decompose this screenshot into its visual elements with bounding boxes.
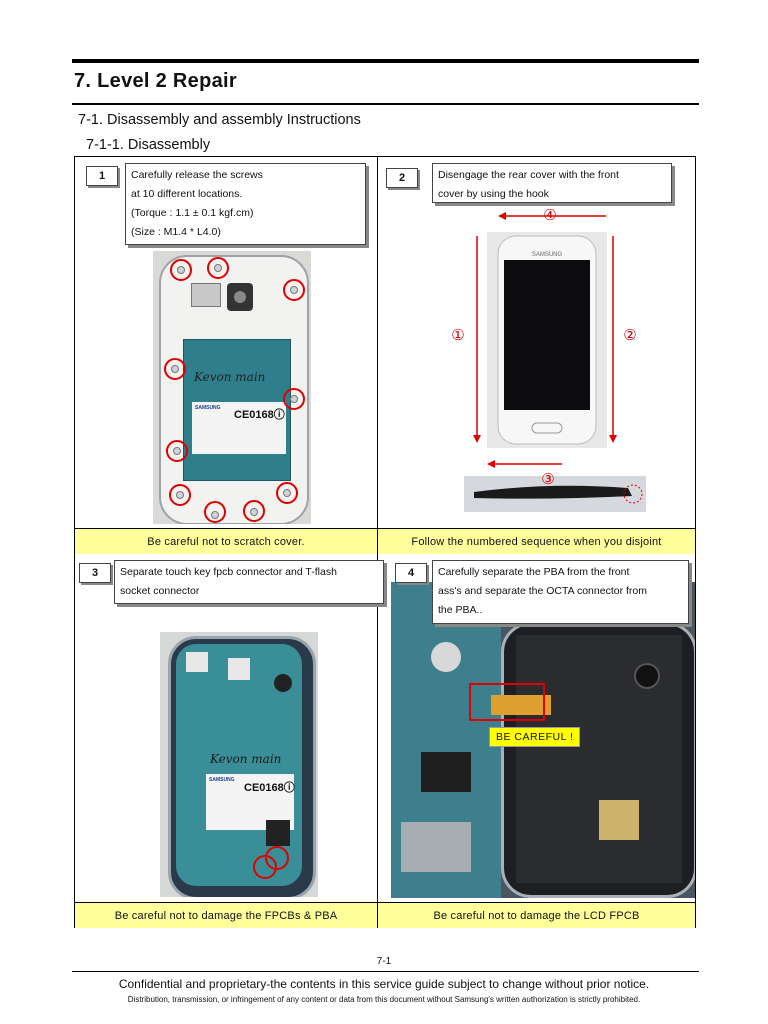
pba-board: Kevon main SAMSUNG CE0168ⓘ: [183, 339, 291, 481]
sequence-mark-1: ①: [451, 326, 464, 344]
ce-mark: CE0168ⓘ: [244, 782, 295, 794]
title-rule: [72, 103, 699, 105]
page-title: 7. Level 2 Repair: [74, 70, 237, 92]
home-button: [531, 422, 563, 434]
screw-marker: [169, 484, 191, 506]
screw-marker: [204, 501, 226, 523]
step3-note: Be careful not to damage the FPCBs & PBA: [75, 903, 377, 928]
step2-note: Follow the numbered sequence when you di…: [378, 529, 695, 554]
step2-diagram: SAMSUNG ④ ① ② ③: [451, 206, 646, 512]
camera-module: [227, 283, 253, 311]
flash-module: [191, 283, 221, 307]
screw-marker: [283, 388, 305, 410]
arrow-1-head: [473, 435, 481, 443]
screw-marker: [166, 440, 188, 462]
step3-number: 3: [79, 563, 111, 583]
step3-line: Separate touch key fpcb connector and T-…: [120, 566, 337, 578]
screw-marker: [243, 500, 265, 522]
row-divider: [74, 528, 696, 529]
step1-instructions: Carefully release the screws at 10 diffe…: [125, 163, 366, 245]
opening-tool: [474, 485, 632, 499]
step1-number: 1: [86, 166, 118, 186]
section-heading: 7-1. Disassembly and assembly Instructio…: [78, 112, 361, 128]
connector-highlight: [469, 683, 545, 721]
subsection-heading: 7-1-1. Disassembly: [86, 137, 211, 153]
label-brand: SAMSUNG: [195, 405, 221, 411]
step1-phone-photo: Kevon main SAMSUNG CE0168ⓘ: [153, 251, 311, 524]
hook-marker: [623, 484, 643, 504]
step2-line: Disengage the rear cover with the front: [438, 169, 619, 181]
product-label: SAMSUNG CE0168ⓘ: [192, 402, 286, 454]
footer-rule: [72, 971, 699, 972]
step1-line: (Torque : 1.1 ± 0.1 kgf.cm): [131, 207, 254, 219]
step4-line: ass's and separate the OCTA connector fr…: [438, 585, 647, 597]
sequence-mark-2: ②: [623, 326, 636, 344]
handwritten-label: Kevon main: [194, 370, 266, 384]
label-brand: SAMSUNG: [209, 777, 235, 783]
step2-instructions: Disengage the rear cover with the front …: [432, 163, 672, 203]
arrow-3-head: [487, 460, 495, 468]
arrow-2-head: [609, 435, 617, 443]
step1-line: at 10 different locations.: [131, 188, 243, 200]
octa-connector: [491, 695, 551, 715]
pba-board: [391, 582, 501, 898]
handwritten-label: Kevon main: [210, 752, 282, 766]
step4-note: Be careful not to damage the LCD FPCB: [378, 903, 695, 928]
connector-marker: [265, 846, 289, 870]
step2-number: 2: [386, 168, 418, 188]
ce-mark: CE0168ⓘ: [234, 409, 285, 421]
sequence-mark-3: ③: [541, 470, 554, 488]
confidential-notice: Confidential and proprietary-the content…: [118, 977, 650, 991]
distribution-notice: Distribution, transmission, or infringem…: [127, 995, 641, 1004]
step4-number: 4: [395, 563, 427, 583]
arrow-4-head: [498, 212, 506, 220]
front-assembly: [501, 622, 695, 898]
step4-instructions: Carefully separate the PBA from the fron…: [432, 560, 689, 624]
screw-marker: [276, 482, 298, 504]
screw-marker: [207, 257, 229, 279]
step4-line: the PBA..: [438, 604, 483, 616]
screw-marker: [283, 279, 305, 301]
step3-instructions: Separate touch key fpcb connector and T-…: [114, 560, 384, 604]
step1-line: (Size : M1.4 * L4.0): [131, 226, 221, 238]
step1-note: Be careful not to scratch cover.: [75, 529, 377, 554]
top-rule: [72, 59, 699, 63]
screw-marker: [164, 358, 186, 380]
phone-screen: [504, 260, 590, 410]
step2-line: cover by using the hook: [438, 188, 549, 200]
step4-pba-photo: [391, 582, 695, 898]
page-number: 7-1: [376, 956, 392, 967]
caution-label: BE CAREFUL !: [489, 727, 581, 747]
step1-line: Carefully release the screws: [131, 169, 263, 181]
column-divider: [377, 156, 378, 928]
sequence-mark-4: ④: [543, 206, 556, 224]
step4-line: Carefully separate the PBA from the fron…: [438, 566, 630, 578]
screw-marker: [170, 259, 192, 281]
pba-board: Kevon main SAMSUNG CE0168ⓘ: [176, 644, 302, 886]
row-divider: [74, 902, 696, 903]
step3-phone-photo: Kevon main SAMSUNG CE0168ⓘ: [160, 632, 318, 897]
step3-line: socket connector: [120, 585, 200, 597]
phone-brand: SAMSUNG: [532, 252, 563, 258]
